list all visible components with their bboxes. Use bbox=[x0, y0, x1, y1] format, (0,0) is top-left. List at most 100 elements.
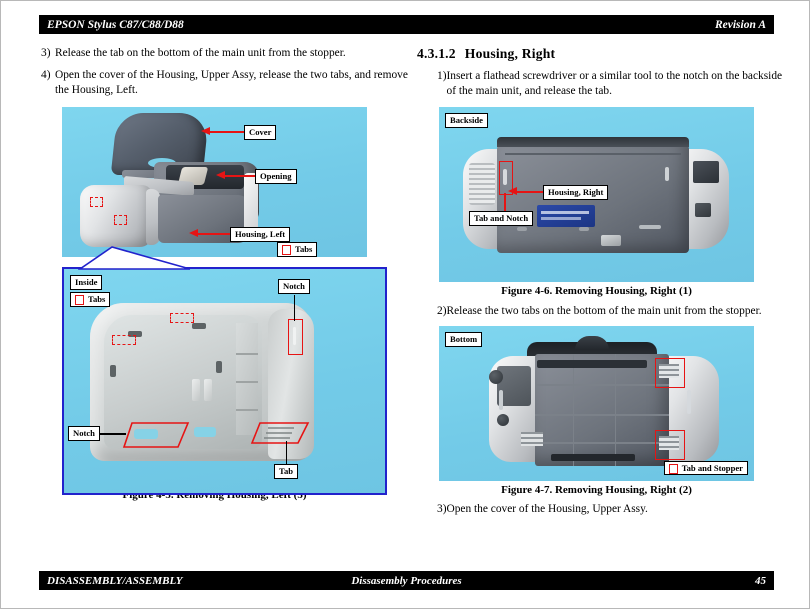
left-column: 3) Release the tab on the bottom of the … bbox=[29, 46, 411, 501]
label-housing-right: Housing, Right bbox=[543, 185, 609, 200]
housing-left-leader-line bbox=[198, 233, 230, 235]
label-notch-top: Notch bbox=[278, 279, 310, 294]
section-title: Housing, Right bbox=[464, 46, 556, 61]
housing-rib bbox=[236, 409, 258, 412]
footer-chapter: DISASSEMBLY/ASSEMBLY bbox=[47, 574, 183, 587]
housing-window bbox=[194, 427, 216, 438]
figure-4-6-caption: Figure 4-6. Removing Housing, Right (1) bbox=[501, 285, 692, 298]
tab-hatch bbox=[659, 364, 679, 379]
notch-feature bbox=[503, 169, 507, 186]
housing-rib-column bbox=[236, 323, 258, 436]
header-title: EPSON Stylus C87/C88/D88 bbox=[47, 18, 184, 31]
notch-feature bbox=[293, 327, 296, 346]
housing-right-leader-line bbox=[517, 191, 543, 193]
tab-stopper-highlight bbox=[655, 430, 685, 461]
side-rib bbox=[687, 390, 691, 415]
roller-knob bbox=[489, 370, 503, 385]
label-tab-and-notch: Tab and Notch bbox=[469, 211, 534, 226]
housing-boss bbox=[204, 379, 212, 402]
housing-left-arrow-icon bbox=[189, 229, 198, 238]
tab-notch-leader-line bbox=[504, 193, 506, 216]
figure-4-6: Housing, Right Tab and Notch Backside Fi… bbox=[439, 107, 754, 297]
tab-notch-highlight bbox=[499, 161, 513, 196]
label-tab: Tab bbox=[274, 464, 299, 479]
bottom-panel-grid-line bbox=[615, 354, 617, 467]
printer-side-panel bbox=[244, 173, 258, 234]
housing-slot bbox=[110, 365, 116, 378]
step-item: 1) Insert a flathead screwdriver or a si… bbox=[417, 69, 789, 99]
notch-highlight-bottom bbox=[122, 422, 190, 448]
step-number: 3) bbox=[437, 503, 447, 516]
step-item: 4) Open the cover of the Housing, Upper … bbox=[29, 68, 411, 98]
step-number: 4) bbox=[41, 69, 51, 82]
housing-side-wall bbox=[268, 309, 314, 460]
tab-highlight bbox=[250, 422, 310, 444]
step-number: 2) bbox=[437, 305, 447, 318]
printer-back-panel-top-edge bbox=[497, 137, 689, 148]
rating-label-text-line bbox=[541, 217, 581, 221]
housing-rib bbox=[236, 353, 258, 356]
label-cover: Cover bbox=[244, 125, 277, 140]
tab-marker bbox=[170, 313, 194, 324]
figure-4-5-inset-photo: Notch Notch Tab bbox=[64, 269, 385, 494]
opening-leader-line bbox=[225, 175, 255, 177]
step-text: Open the cover of the Housing, Upper Ass… bbox=[446, 503, 648, 516]
tab-marker bbox=[114, 215, 127, 226]
housing-rib bbox=[236, 381, 258, 384]
printer-bottom-panel bbox=[535, 354, 669, 467]
section-heading: 4.3.1.2 Housing, Right bbox=[417, 46, 789, 62]
tab-marker bbox=[112, 335, 136, 346]
figure-4-5-inset: Notch Notch Tab bbox=[62, 267, 387, 496]
opening-arrow-icon bbox=[216, 171, 225, 180]
step-number: 1) bbox=[437, 70, 447, 82]
rating-label bbox=[537, 205, 595, 228]
tab-stopper-highlight bbox=[655, 358, 685, 389]
usb-port bbox=[695, 203, 711, 218]
housing-slot bbox=[128, 331, 142, 338]
figure-4-7: Bottom Tab and Stopper Figure 4-7. Remov… bbox=[439, 326, 754, 496]
notch-top-leader-line bbox=[294, 295, 296, 322]
legend-tabs-inset: Tabs bbox=[70, 292, 111, 307]
footer-section: Dissasembly Procedures bbox=[351, 574, 462, 587]
tab-bracket-icon bbox=[282, 245, 291, 256]
figure-4-5: Cover Opening Housing, Left Tabs bbox=[62, 107, 387, 501]
bottom-panel-grid-line bbox=[535, 414, 669, 416]
housing-right-arrow-icon bbox=[508, 187, 517, 196]
figure-4-5-top-photo: Cover Opening Housing, Left Tabs bbox=[62, 107, 367, 258]
step-item: 3) Release the tab on the bottom of the … bbox=[29, 46, 411, 61]
step-item: 2) Release the two tabs on the bottom of… bbox=[417, 304, 789, 319]
legend-tab-and-stopper: Tab and Stopper bbox=[663, 460, 748, 476]
footer-page-number: 45 bbox=[755, 574, 766, 587]
power-inlet bbox=[601, 235, 621, 247]
housing-window bbox=[134, 429, 158, 440]
step-text: Release the tab on the bottom of the mai… bbox=[55, 47, 346, 59]
printer-housing-left-edge bbox=[146, 189, 160, 246]
label-housing-left: Housing, Left bbox=[230, 227, 291, 242]
cover-arrow-icon bbox=[201, 127, 210, 136]
bottom-panel-slot bbox=[537, 360, 647, 369]
legend-tabs: Tabs bbox=[277, 242, 318, 257]
label-bottom: Bottom bbox=[445, 332, 483, 347]
bottom-panel-slot bbox=[551, 454, 635, 462]
header-revision: Revision A bbox=[714, 18, 766, 31]
tab-bracket-icon bbox=[668, 463, 678, 474]
printer-paper-support bbox=[575, 336, 609, 351]
printer-housing-left bbox=[80, 185, 152, 248]
section-number: 4.3.1.2 bbox=[417, 46, 456, 61]
tab-marker bbox=[90, 197, 103, 208]
housing-slot bbox=[192, 323, 206, 330]
figure-4-6-photo: Housing, Right Tab and Notch Backside bbox=[439, 107, 754, 283]
step-text: Open the cover of the Housing, Upper Ass… bbox=[55, 69, 408, 97]
step-number: 3) bbox=[41, 47, 51, 59]
label-backside: Backside bbox=[445, 113, 488, 128]
roller-knob bbox=[497, 414, 509, 427]
label-opening: Opening bbox=[255, 169, 297, 184]
label-notch-bottom: Notch bbox=[68, 426, 100, 441]
bottom-panel-grid-line bbox=[535, 384, 669, 386]
step-item: 3) Open the cover of the Housing, Upper … bbox=[417, 502, 789, 517]
rating-label-text-line bbox=[541, 211, 589, 215]
zoom-connector bbox=[78, 246, 191, 270]
cover-leader-line bbox=[210, 131, 244, 133]
